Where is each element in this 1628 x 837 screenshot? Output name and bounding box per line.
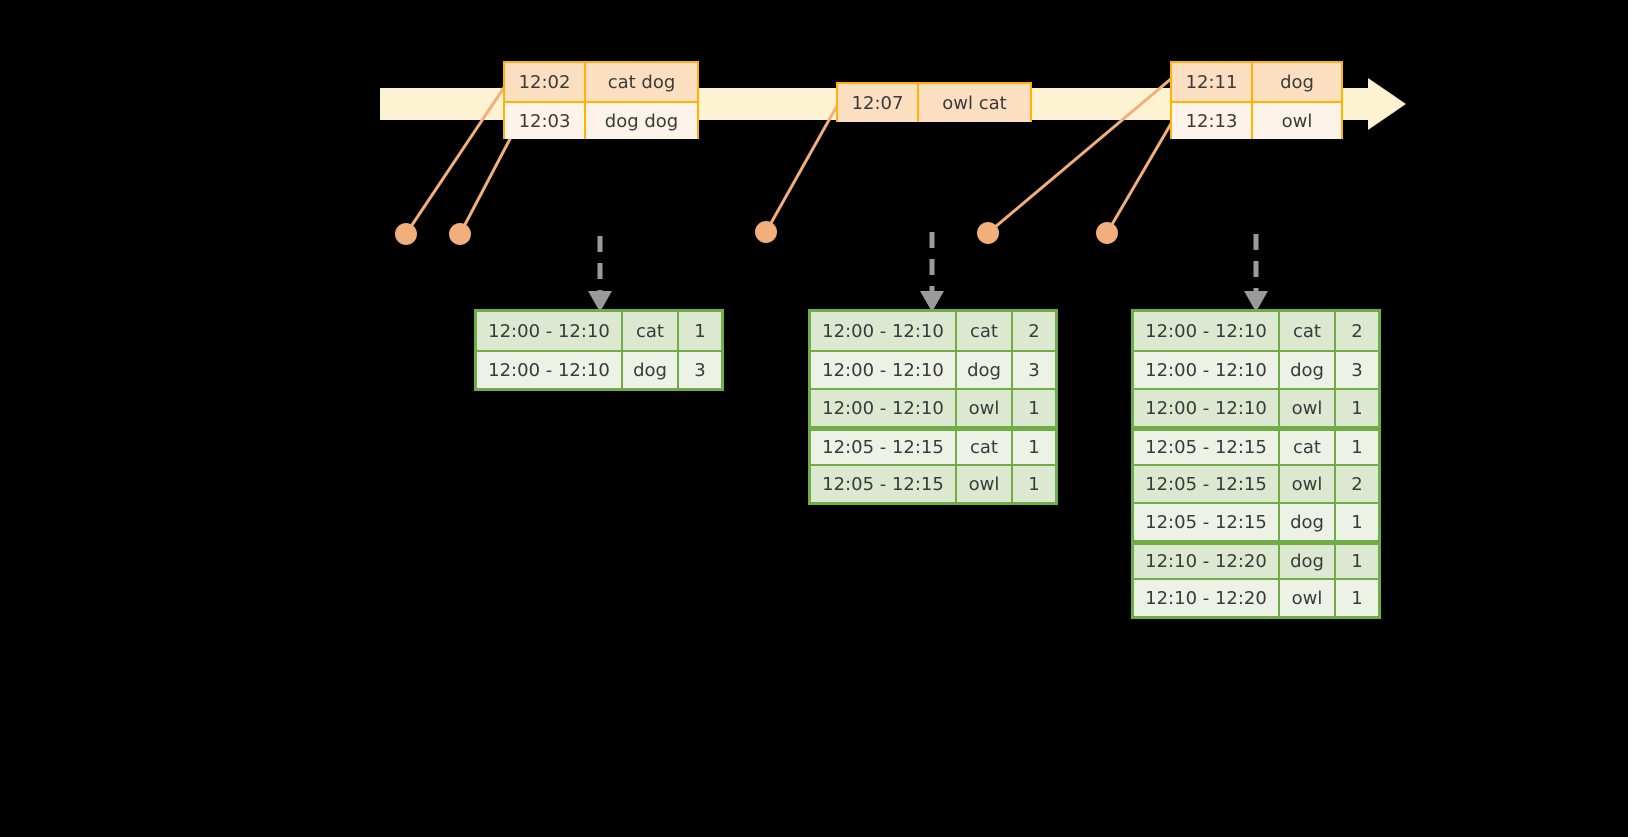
event-row: 12:11 dog — [1172, 63, 1341, 101]
cell-word: dog — [1280, 352, 1336, 388]
event-time: 12:02 — [505, 63, 586, 101]
cell-window: 12:10 - 12:20 — [1134, 545, 1280, 578]
cell-count: 2 — [1351, 320, 1363, 342]
cell-word: cat — [1280, 312, 1336, 350]
cell-count: 1 — [1028, 397, 1040, 419]
cell-window: 12:00 - 12:10 — [1134, 390, 1280, 426]
event-row: 12:07 owl cat — [838, 84, 1030, 122]
cell-count: 2 — [1351, 473, 1363, 495]
cell-count: 2 — [1028, 320, 1040, 342]
event-dot-1213 — [1096, 222, 1118, 244]
connector-line-1207 — [764, 103, 840, 233]
cell-count: 3 — [1028, 359, 1040, 381]
cell-window: 12:00 - 12:10 — [811, 312, 957, 350]
cell-count: 1 — [1351, 551, 1363, 572]
cell-word: owl — [957, 466, 1013, 502]
cell-window: 12:00 - 12:10 — [477, 312, 623, 350]
cell-word: cat — [957, 431, 1013, 464]
event-box-group-1[interactable]: 12:02 cat dog 12:03 dog dog — [503, 61, 699, 139]
event-time: 12:07 — [838, 84, 919, 122]
cell-window: 12:00 - 12:10 — [811, 390, 957, 426]
event-words: dog dog — [604, 110, 679, 132]
cell-word: dog — [1280, 504, 1336, 540]
event-dot-1202 — [395, 223, 417, 245]
cell-word: owl — [1280, 390, 1336, 426]
event-dot-1207 — [755, 221, 777, 243]
event-row: 12:13 owl — [1172, 101, 1341, 139]
cell-window: 12:05 - 12:15 — [1134, 466, 1280, 502]
cell-window: 12:00 - 12:10 — [811, 352, 957, 388]
cell-window: 12:05 - 12:15 — [1134, 504, 1280, 540]
cell-window: 12:05 - 12:15 — [811, 431, 957, 464]
cell-window: 12:00 - 12:10 — [1134, 352, 1280, 388]
cell-count: 1 — [694, 320, 706, 342]
event-words: dog — [1280, 71, 1314, 93]
cell-window: 12:05 - 12:15 — [1134, 431, 1280, 464]
cell-count: 1 — [1351, 397, 1363, 419]
cell-window: 12:05 - 12:15 — [811, 466, 957, 502]
cell-word: cat — [957, 312, 1013, 350]
cell-word: owl — [957, 390, 1013, 426]
cell-word: owl — [1280, 580, 1336, 616]
timeline-arrowhead-icon — [1368, 78, 1406, 130]
event-box-group-3[interactable]: 12:11 dog 12:13 owl — [1170, 61, 1343, 139]
event-words: cat dog — [607, 71, 676, 93]
event-dot-1203 — [449, 223, 471, 245]
cell-count: 3 — [694, 359, 706, 381]
cell-window: 12:10 - 12:20 — [1134, 580, 1280, 616]
cell-count: 3 — [1351, 359, 1363, 381]
cell-count: 1 — [1351, 511, 1363, 533]
cell-word: owl — [1280, 466, 1336, 502]
event-time: 12:11 — [1172, 63, 1253, 101]
event-row: 12:03 dog dog — [505, 101, 697, 139]
cell-word: dog — [957, 352, 1013, 388]
event-time: 12:03 — [505, 103, 586, 139]
event-box-group-2[interactable]: 12:07 owl cat — [836, 82, 1032, 122]
event-row: 12:02 cat dog — [505, 63, 697, 101]
cell-count: 1 — [1028, 437, 1040, 458]
cell-word: dog — [623, 352, 679, 388]
event-words: owl — [1281, 110, 1313, 132]
cell-count: 1 — [1351, 437, 1363, 458]
cell-count: 1 — [1351, 587, 1363, 609]
cell-window: 12:00 - 12:10 — [1134, 312, 1280, 350]
connector-line-1213 — [1105, 121, 1174, 234]
event-words: owl cat — [942, 92, 1007, 114]
cell-count: 1 — [1028, 473, 1040, 495]
table-dashed-arrows — [597, 232, 1259, 292]
event-dot-1211 — [977, 222, 999, 244]
cell-word: cat — [1280, 431, 1336, 464]
cell-word: dog — [1280, 545, 1336, 578]
cell-window: 12:00 - 12:10 — [477, 352, 623, 388]
event-time: 12:13 — [1172, 103, 1253, 139]
cell-word: cat — [623, 312, 679, 350]
